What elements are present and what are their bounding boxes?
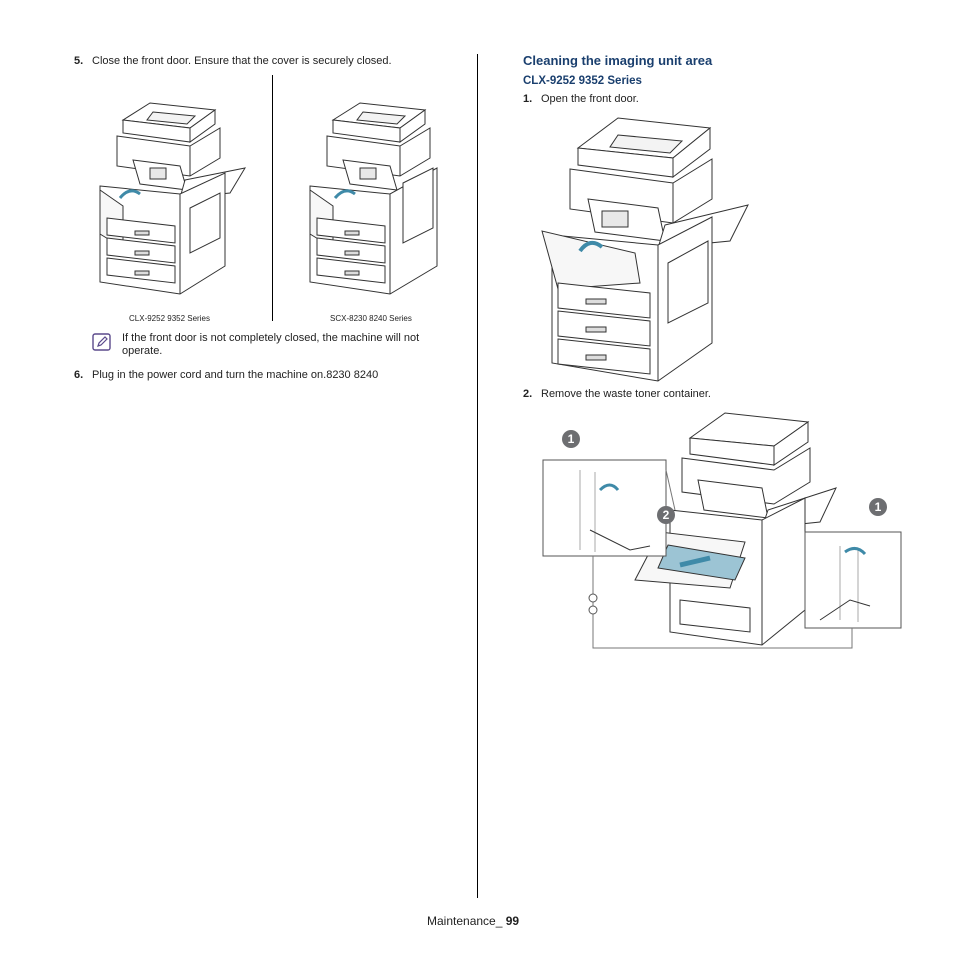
step-1-text: Open the front door. (541, 93, 639, 105)
section-subheading: CLX-9252 9352 Series (523, 75, 642, 87)
clx-printer-front-door-closed-illustration (99, 102, 247, 295)
step-5-number: 5. (74, 55, 84, 67)
figure-divider (272, 75, 273, 321)
step-6: 6. Plug in the power cord and turn the ma… (74, 369, 464, 382)
step-2: 2. Remove the waste toner container. (523, 388, 923, 401)
step-1: 1. Open the front door. (523, 93, 923, 106)
page-footer: Maintenance_ 99 (427, 914, 519, 928)
waste-toner-removal-illustration (542, 412, 902, 649)
callout-2: 2 (657, 506, 675, 524)
callout-1-right: 1 (869, 498, 887, 516)
step-5-text: Close the front door. Ensure that the co… (92, 55, 392, 67)
step-2-number: 2. (523, 388, 533, 400)
step-6-number: 6. (74, 369, 84, 381)
printer-open-front-door-illustration (541, 117, 749, 382)
step-1-number: 1. (523, 93, 533, 105)
caption-clx: CLX-9252 9352 Series (129, 314, 210, 323)
scx-printer-front-door-closed-illustration (309, 102, 438, 295)
footer-label: Maintenance_ (427, 914, 503, 928)
note-text: If the front door is not completely clos… (122, 332, 420, 357)
section-heading: Cleaning the imaging unit area (523, 53, 713, 68)
column-divider (477, 54, 478, 898)
step-6-text: Plug in the power cord and turn the mach… (92, 369, 379, 381)
callout-1-left: 1 (562, 430, 580, 448)
caption-scx: SCX-8230 8240 Series (330, 314, 412, 323)
page-number: 99 (505, 914, 520, 928)
step-2-text: Remove the waste toner container. (541, 388, 711, 400)
note-pencil-icon (92, 333, 111, 351)
step-5: 5. Close the front door. Ensure that the … (74, 55, 464, 68)
